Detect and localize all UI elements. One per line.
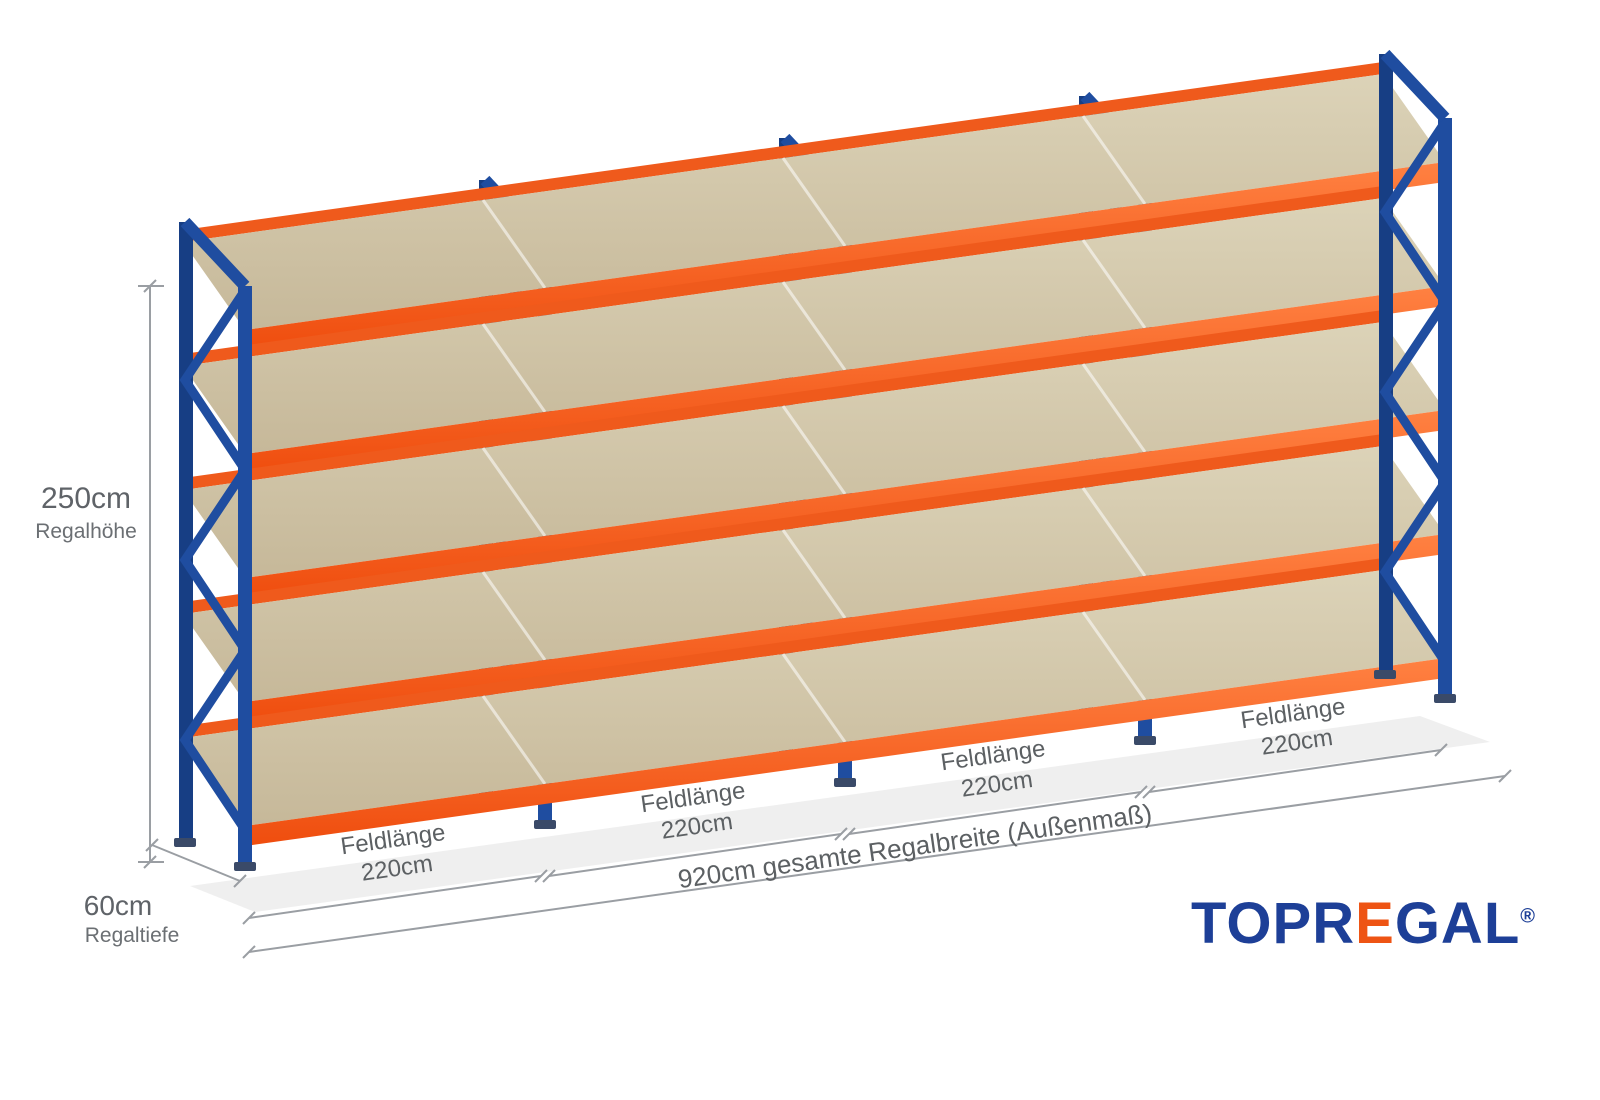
- depth-dimension-line: [145, 838, 247, 888]
- brand-logo-text-pre: TOPR: [1191, 891, 1356, 956]
- rack-frame-1: [174, 217, 256, 871]
- rack-frame-5: [1374, 49, 1456, 703]
- shelf-level-5: [183, 62, 1445, 350]
- shelf-level-1: [183, 558, 1445, 846]
- brand-logo: TOPREGAL®: [1191, 890, 1536, 957]
- registered-trademark-symbol: ®: [1520, 905, 1536, 928]
- dimension-lines: [138, 279, 1512, 959]
- depth-dimension-label: Regaltiefe: [84, 924, 180, 947]
- total-width-dimension-line: [242, 769, 1512, 959]
- bay-dimension-line-1: [242, 869, 548, 925]
- bay-dimension-line-3: [842, 785, 1148, 841]
- depth-dimension-value: 60cm: [83, 890, 153, 921]
- height-dimension-label: Regalhöhe: [35, 520, 137, 543]
- brand-logo-text-post: GAL: [1394, 891, 1521, 956]
- rack-end-frames: [174, 49, 1456, 871]
- shelf-level-2: [183, 434, 1445, 722]
- bay-dimension-line-2: [542, 827, 848, 883]
- ground-shadow: [190, 716, 1490, 912]
- shelf-level-3: [183, 310, 1445, 598]
- bay-dimension-line-4: [1142, 743, 1448, 799]
- shelf-level-4: [183, 186, 1445, 474]
- height-dimension-line: [138, 279, 164, 869]
- height-dimension-value: 250cm: [40, 482, 132, 515]
- brand-logo-accent-letter: E: [1355, 891, 1395, 956]
- shelf-levels: [183, 62, 1445, 846]
